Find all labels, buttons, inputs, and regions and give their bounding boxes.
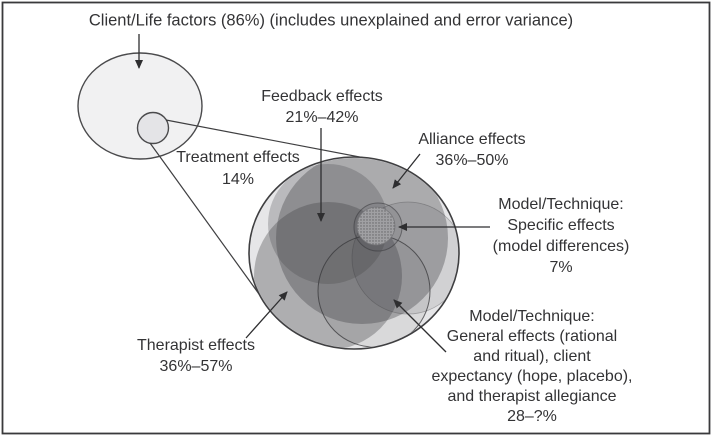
feedback-label-line: 21%–42% bbox=[286, 109, 359, 126]
feedback-label-line: Feedback effects bbox=[261, 88, 383, 105]
venn-overlap-group bbox=[254, 158, 458, 348]
alliance-label-line: 36%–50% bbox=[436, 152, 509, 169]
general-label-line: General effects (rational bbox=[447, 328, 617, 345]
magnifier-cone-line-bottom bbox=[149, 142, 260, 295]
treatment-effects-circle bbox=[248, 156, 460, 350]
general-arrow bbox=[393, 299, 447, 353]
therapist-label-line: Therapist effects bbox=[137, 337, 255, 354]
general-effects-circle bbox=[317, 234, 431, 348]
treatment-slice-circle bbox=[136, 111, 170, 145]
treatment-label-line: 14% bbox=[222, 171, 254, 188]
treatment-label-line: Treatment effects bbox=[176, 149, 300, 166]
therapist-arrow bbox=[245, 291, 288, 339]
specific-label-line: Specific effects bbox=[507, 217, 614, 234]
specific-label-line: Model/Technique: bbox=[498, 196, 623, 213]
alliance-label-line: Alliance effects bbox=[418, 131, 525, 148]
general-label-line: expectancy (hope, placebo), bbox=[431, 368, 632, 385]
feedback-effects-circle bbox=[268, 164, 388, 284]
alliance-arrow bbox=[392, 153, 421, 189]
general-label-line: and therapist allegiance bbox=[447, 388, 616, 405]
specific-label-line: (model differences) bbox=[493, 238, 630, 255]
therapist-label-line: 36%–57% bbox=[160, 358, 233, 375]
specific-label-line: 7% bbox=[549, 259, 572, 276]
general-label-line: Model/Technique: bbox=[469, 308, 594, 325]
general-label-line: 28–?% bbox=[507, 408, 557, 425]
client-life-label: Client/Life factors (86%) (includes unex… bbox=[89, 11, 573, 29]
general-label-line: and ritual), client bbox=[473, 348, 591, 365]
client-life-circle bbox=[77, 52, 203, 160]
magnifier-cone-line-top bbox=[165, 119, 387, 163]
specific-effects-circle bbox=[356, 206, 396, 246]
